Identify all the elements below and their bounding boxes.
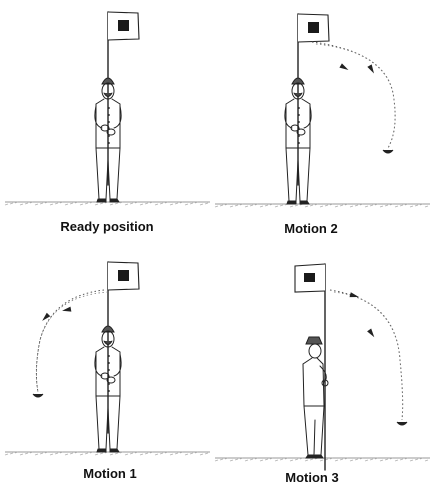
ground-ready [4,201,210,206]
arrow-icon [367,64,374,74]
right-arm [113,105,122,129]
helmet [291,77,305,85]
shoes [305,454,324,459]
left-leg [285,147,299,202]
arrow-icon [339,63,349,70]
flag-icon [294,263,326,293]
shoe [96,448,107,453]
leg [303,405,316,456]
caption-ready-position: Ready position [60,219,154,234]
arrow-icon [367,328,375,338]
shoe [109,198,120,203]
figure-motion-1 [94,261,140,453]
beard [103,340,113,345]
motion-path [311,41,396,149]
left-arm [94,353,103,377]
flag-icon [396,421,408,426]
figure-ready-position [94,11,140,203]
hand [321,379,329,387]
head [291,82,305,100]
right-arm [113,353,122,377]
hands [100,372,110,380]
figure-motion-3 [294,263,329,471]
ground-motion-1 [4,451,210,456]
motion-arc-3 [329,289,408,426]
caption-motion-1: Motion 1 [83,466,137,481]
figure-motion-2 [284,13,330,205]
motion-path [329,289,404,421]
torso [302,357,325,407]
beard [293,92,303,97]
torso [95,346,121,397]
right-leg [297,147,311,202]
torso [95,98,121,149]
arrow-icon [349,292,359,298]
arm [319,365,327,383]
right-leg [107,395,121,450]
left-arm [284,105,293,129]
right-leg [107,147,121,200]
caption-motion-3: Motion 3 [285,470,339,485]
shoe [109,448,120,453]
motion-arc-2 [311,41,396,154]
shoe [299,200,310,205]
motion-path [35,289,105,393]
leg [314,405,325,456]
beard [103,92,113,97]
left-leg [95,147,109,200]
helmet [101,325,115,333]
ground-motion-2 [214,203,430,208]
flag-icon [297,13,330,43]
motion-arc-1 [32,289,109,398]
flag-icon [107,11,140,41]
arrow-icon [62,306,72,312]
arrow-icon [42,312,51,321]
flag-icon [382,149,394,154]
right-arm [303,105,312,129]
head [101,82,115,100]
shoe [286,200,297,205]
flag-icon [32,393,44,398]
helmet [101,77,115,85]
head [101,330,115,348]
hands [290,124,300,132]
torso [285,98,311,149]
left-arm [94,105,103,129]
flag-icon [107,261,140,291]
hat [305,336,323,345]
head [308,343,322,359]
hands [100,124,110,132]
left-leg [95,395,109,450]
caption-motion-2: Motion 2 [284,221,338,236]
shoe [96,198,107,203]
